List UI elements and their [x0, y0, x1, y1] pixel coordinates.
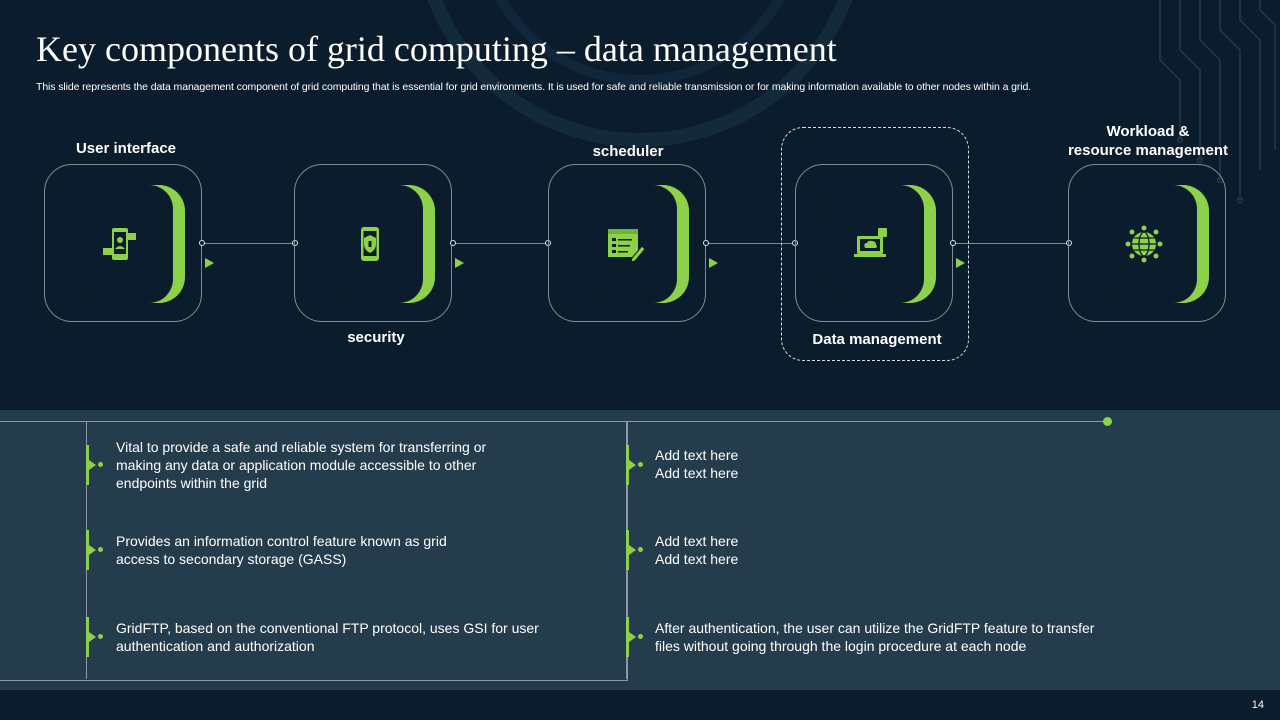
- end-dot: [1103, 417, 1112, 426]
- globe-network-icon: [1125, 225, 1163, 263]
- right-item-3: After authentication, the user can utili…: [655, 619, 1094, 655]
- text-line: making any data or application module ac…: [116, 457, 477, 473]
- text-line: GridFTP, based on the conventional FTP p…: [116, 620, 539, 636]
- bullet-dot: [638, 547, 643, 552]
- bullet-dot: [98, 634, 103, 639]
- text-line: After authentication, the user can utili…: [655, 620, 1095, 636]
- laptop-cloud-icon: [854, 228, 887, 257]
- bullet-dot: [638, 634, 643, 639]
- page-number: 14: [1251, 699, 1264, 711]
- node-label-workload: Workload & resource management: [1048, 122, 1248, 160]
- text-line: files without going through the login pr…: [655, 638, 1027, 654]
- text-line: Provides an information control feature …: [116, 533, 447, 549]
- connector-dot: [450, 240, 456, 246]
- highlight-frame: [781, 127, 969, 361]
- bullet-bar: [626, 617, 629, 657]
- connector-dot: [950, 240, 956, 246]
- bullet-arrow: [629, 632, 636, 642]
- connector-dot: [703, 240, 709, 246]
- text-line: Add text here: [655, 465, 739, 481]
- node-card: [67, 185, 214, 303]
- node-label-data-management: Data management: [812, 331, 942, 348]
- checklist-pen-icon: [608, 229, 644, 263]
- node-label-security: security: [347, 329, 405, 346]
- connector-line: [954, 243, 1069, 244]
- mobile-user-icon: [103, 228, 136, 260]
- bullet-bar: [626, 530, 629, 570]
- page-title: Key components of grid computing – data …: [36, 29, 837, 69]
- phone-shield-icon: [361, 227, 379, 261]
- bullet-arrow: [629, 460, 636, 470]
- left-item-3: GridFTP, based on the conventional FTP p…: [116, 619, 539, 655]
- left-item-1: Vital to provide a safe and reliable sys…: [116, 438, 486, 492]
- bullet-arrow: [89, 545, 96, 555]
- connector-dot: [1066, 240, 1072, 246]
- text-line: Vital to provide a safe and reliable sys…: [116, 439, 487, 455]
- text-line: authentication and authorization: [116, 638, 315, 654]
- node-label-scheduler: scheduler: [592, 143, 664, 160]
- node-card: [1091, 185, 1209, 303]
- text-line: Add text here: [655, 447, 739, 463]
- text-line: Add text here: [655, 533, 739, 549]
- bullet-bar: [626, 445, 629, 485]
- node-scheduler[interactable]: [548, 164, 718, 322]
- node-data-management[interactable]: [795, 164, 965, 322]
- node-card: [571, 185, 718, 303]
- node-label-line: Workload &: [1106, 123, 1190, 140]
- node-workload-resource-management[interactable]: [1068, 164, 1226, 322]
- top-line: [627, 421, 1107, 422]
- text-line: Add text here: [655, 551, 739, 567]
- connector-dot: [199, 240, 205, 246]
- bullet-arrow: [89, 460, 96, 470]
- node-card: [317, 185, 464, 303]
- node-user-interface[interactable]: [44, 164, 214, 322]
- page-subtitle: This slide represents the data managemen…: [36, 81, 1032, 93]
- connector-line: [203, 243, 294, 244]
- node-label-user-interface: User interface: [75, 140, 177, 157]
- bullet-arrow: [89, 632, 96, 642]
- connector-line: [707, 243, 795, 244]
- connector-dot: [292, 240, 298, 246]
- right-item-1: Add text here Add text here: [655, 446, 738, 482]
- node-label-line: resource management: [1067, 142, 1229, 159]
- bullet-dot: [638, 462, 643, 467]
- right-item-2: Add text here Add text here: [655, 532, 738, 568]
- bullet-dot: [98, 547, 103, 552]
- bullet-arrow: [629, 545, 636, 555]
- bullet-dot: [98, 462, 103, 467]
- left-item-2: Provides an information control feature …: [116, 532, 447, 568]
- bullet-bar: [86, 530, 89, 570]
- background-decoration: [427, 0, 1276, 204]
- text-line: access to secondary storage (GASS): [116, 551, 347, 567]
- node-security[interactable]: [294, 164, 464, 322]
- node-card: [818, 185, 965, 303]
- text-line: endpoints within the grid: [116, 475, 267, 491]
- bullet-bar: [86, 617, 89, 657]
- connector-line: [453, 243, 548, 244]
- bullet-bar: [86, 445, 89, 485]
